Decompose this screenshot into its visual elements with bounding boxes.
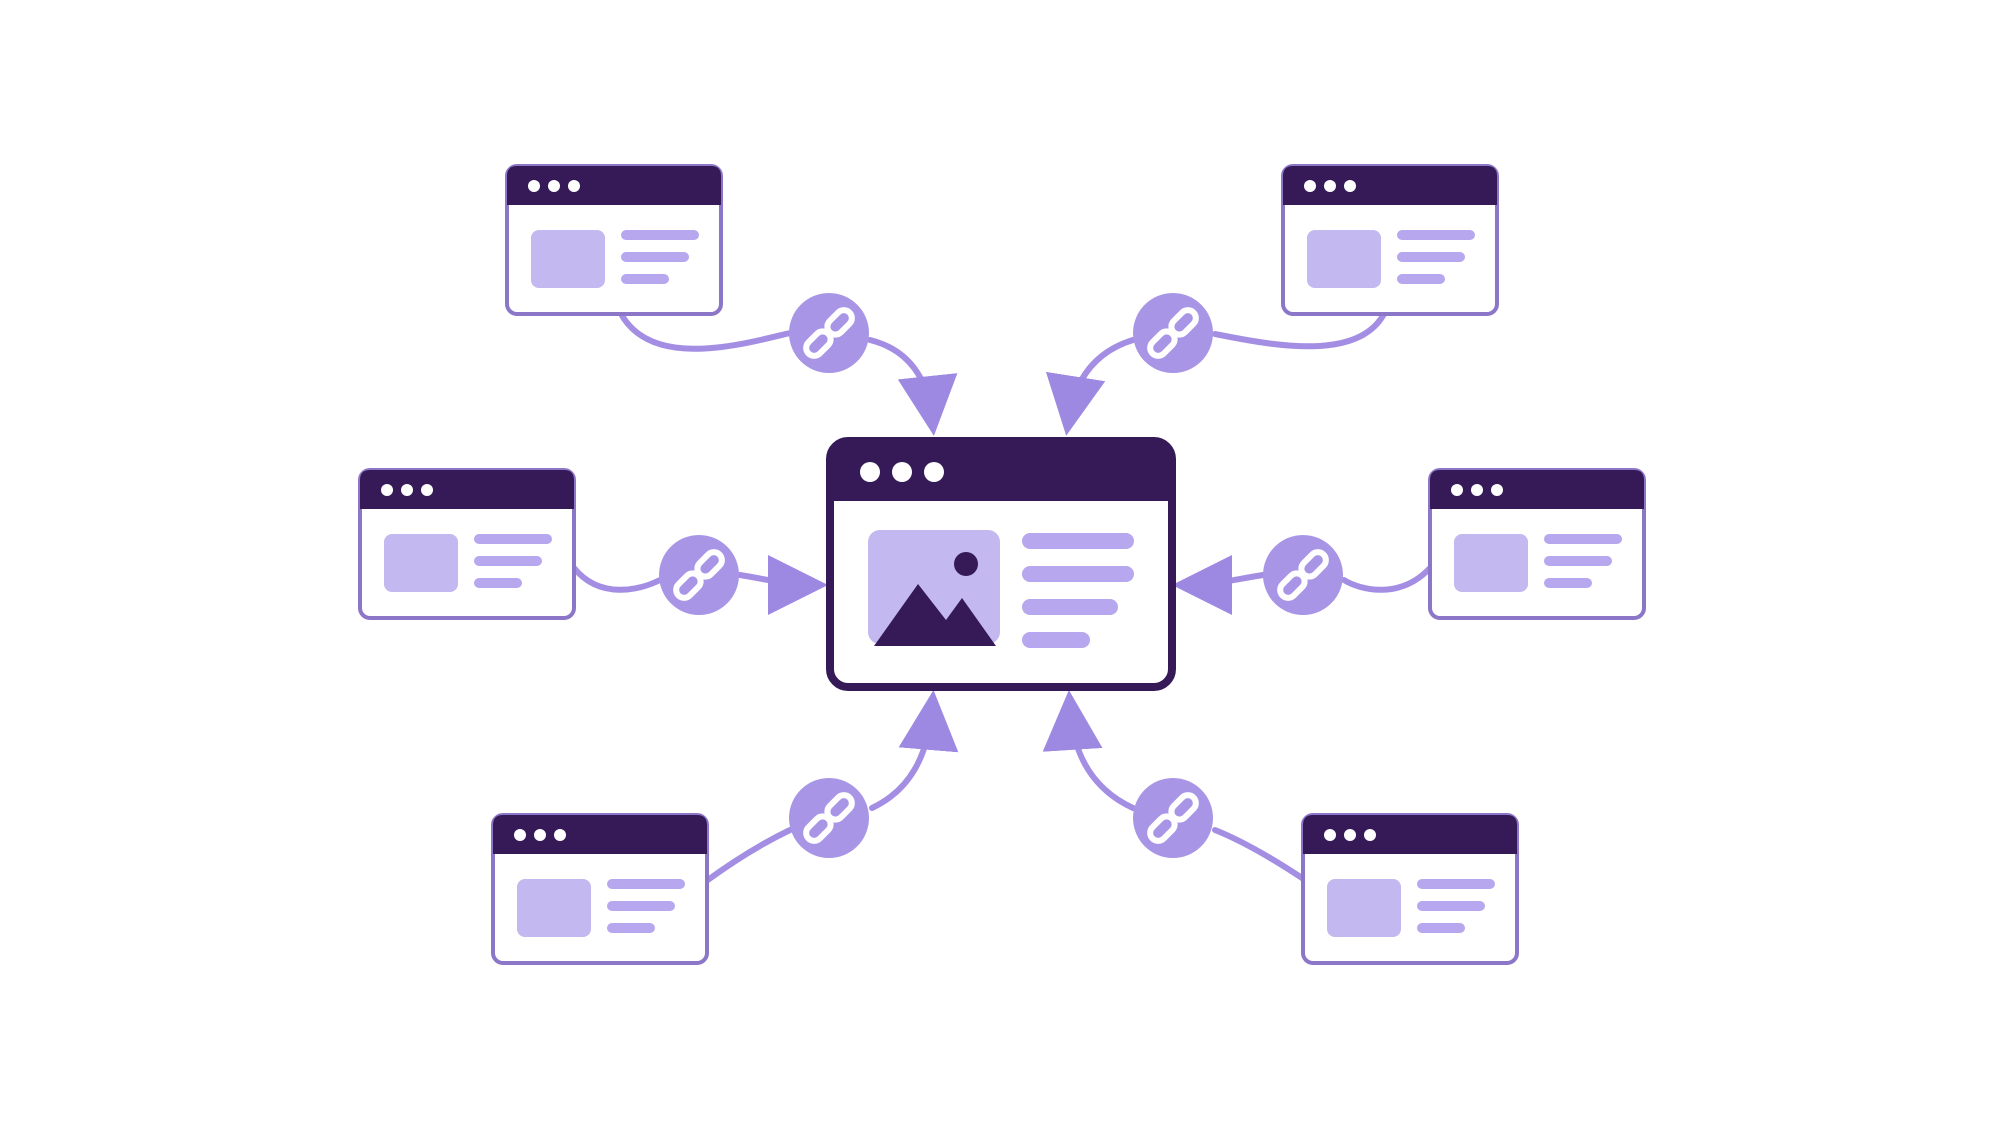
main-window-dot-3 bbox=[924, 462, 944, 482]
link-badge-middle-right bbox=[1263, 535, 1343, 615]
connector-top-left-arrow bbox=[867, 337, 958, 436]
main-text-line-2 bbox=[1022, 566, 1134, 582]
source-window-middle-right bbox=[1428, 468, 1646, 620]
link-badge-top-left bbox=[789, 293, 869, 373]
connector-bottom-left-arrow bbox=[869, 690, 959, 811]
connector-top-left bbox=[617, 309, 793, 352]
source-window-top-left bbox=[505, 164, 723, 316]
link-badge-top-right bbox=[1133, 293, 1213, 373]
connector-middle-right-arrow bbox=[1172, 554, 1266, 615]
connector-middle-left bbox=[571, 565, 663, 593]
source-window-top-right bbox=[1281, 164, 1499, 316]
connector-paths bbox=[571, 309, 1433, 885]
main-image-sun bbox=[954, 552, 978, 576]
connector-top-right bbox=[1212, 309, 1388, 350]
connector-top-right-arrow bbox=[1045, 337, 1136, 436]
connector-middle-left-arrow bbox=[737, 554, 828, 615]
source-window-middle-left bbox=[358, 468, 576, 620]
main-window-dot-2 bbox=[892, 462, 912, 482]
connector-bottom-right-arrow bbox=[1042, 690, 1136, 811]
main-text-line-4 bbox=[1022, 632, 1090, 648]
connector-middle-right bbox=[1341, 565, 1433, 593]
link-badge-middle-left bbox=[659, 535, 739, 615]
link-badge-bottom-left bbox=[789, 778, 869, 858]
source-window-bottom-right bbox=[1301, 813, 1519, 965]
main-text-line-3 bbox=[1022, 599, 1118, 615]
main-webpage-window bbox=[826, 437, 1176, 691]
main-window-dot-1 bbox=[860, 462, 880, 482]
main-window-header bbox=[830, 441, 1172, 501]
main-image-mountains bbox=[874, 584, 996, 646]
main-text-line-1 bbox=[1022, 533, 1134, 549]
connector-bottom-left bbox=[702, 827, 793, 885]
source-window-bottom-left bbox=[491, 813, 709, 965]
connector-bottom-right bbox=[1212, 827, 1308, 883]
link-badge-bottom-right bbox=[1133, 778, 1213, 858]
